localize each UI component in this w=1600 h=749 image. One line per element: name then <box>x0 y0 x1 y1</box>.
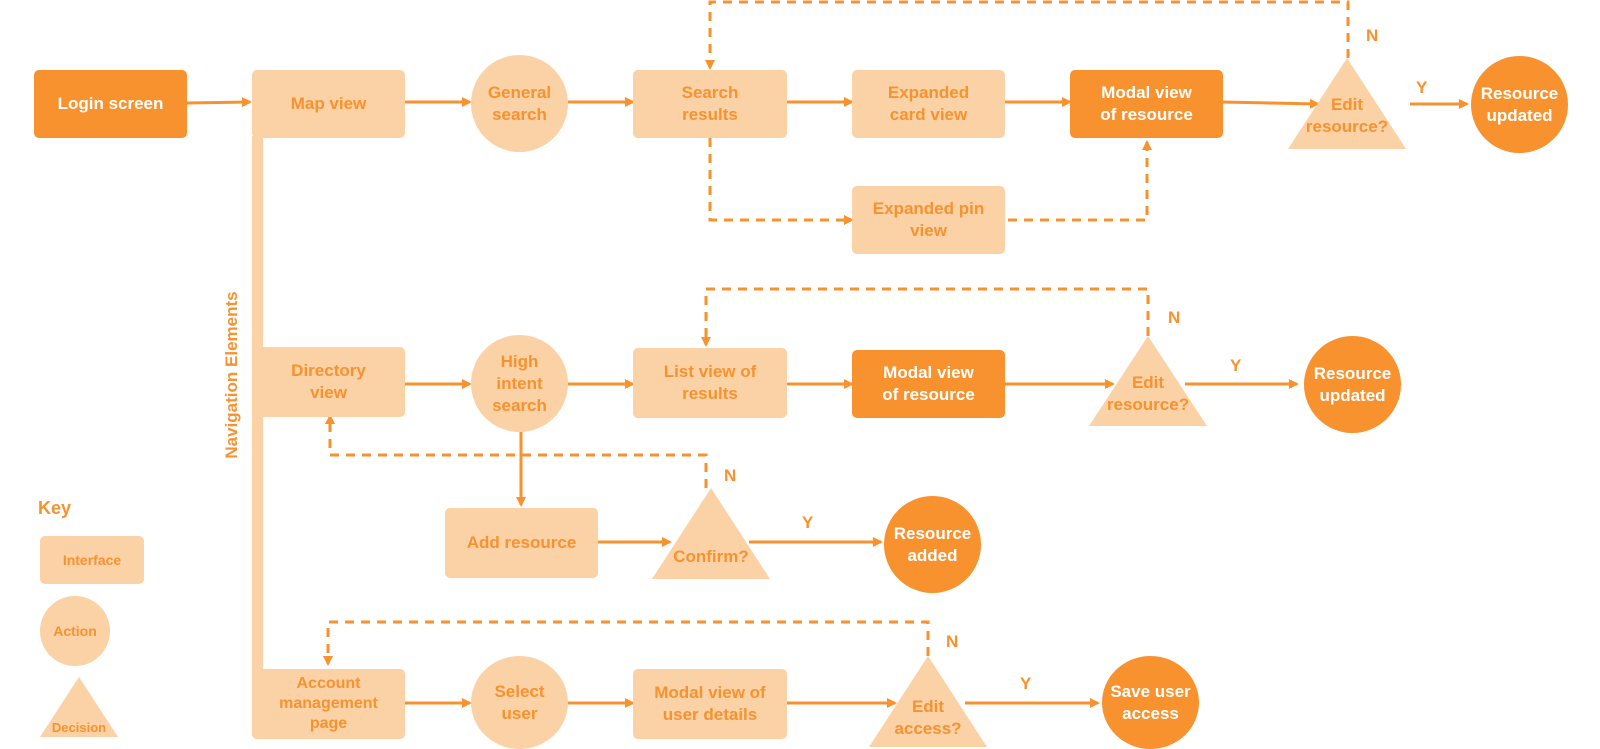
edge-editaccess-account-no <box>323 620 930 666</box>
modal-view-of-user-details-node: Modal view of user details <box>633 669 787 739</box>
account-management-page-node: Account management page <box>252 669 405 739</box>
resource-added-node: Resource added <box>884 496 981 593</box>
key-decision-swatch: Decision <box>40 677 118 737</box>
resource-updated-node-2: Resource updated <box>1304 336 1401 433</box>
edit-access-decision: Edit access? <box>869 656 987 747</box>
edge-results-pin-dashed <box>708 138 854 225</box>
branch-label-no-1: N <box>1366 26 1379 45</box>
edge-pin-modal1-dashed <box>1008 140 1152 222</box>
decision-triangle-shape <box>869 656 987 747</box>
modal-view-of-resource-node-1: Modal view of resource <box>1070 70 1223 138</box>
key-title: Key <box>38 498 72 518</box>
modal-view-of-resource-node-2: Modal view of resource <box>852 350 1005 418</box>
navigation-elements-label: Navigation Elements <box>222 291 241 459</box>
search-results-node: Search results <box>633 70 787 138</box>
branch-label-yes-4: Y <box>1020 674 1032 693</box>
resource-updated-node-1: Resource updated <box>1471 56 1568 153</box>
map-view-node: Map view <box>252 70 405 138</box>
key-action-swatch: Action <box>40 596 110 666</box>
add-resource-node: Add resource <box>445 508 598 578</box>
confirm-decision: Confirm? <box>652 488 770 579</box>
branch-label-no-2: N <box>1168 308 1181 327</box>
general-search-node: General search <box>471 55 568 152</box>
key-interface-swatch: Interface <box>40 536 144 584</box>
key-decision-label: Decision <box>51 720 107 735</box>
confirm-label: Confirm? <box>673 547 749 566</box>
expanded-card-view-node: Expanded card view <box>852 70 1005 138</box>
edge-login-map <box>186 97 252 108</box>
decision-triangle-shape <box>652 488 770 579</box>
edit-resource-label-1: Edit resource? <box>1305 95 1389 136</box>
directory-view-node: Directory view <box>252 347 405 417</box>
edge-edit1-results-no <box>705 0 1350 70</box>
branch-label-no-4: N <box>946 632 959 651</box>
branch-label-no-3: N <box>724 466 737 485</box>
edit-access-label: Edit access? <box>894 697 962 738</box>
expanded-pin-view-node: Expanded pin view <box>852 186 1005 254</box>
decision-triangle-shape <box>1288 58 1406 149</box>
branch-label-yes-3: Y <box>802 513 814 532</box>
edit-resource-decision-2: Edit resource? <box>1089 336 1207 426</box>
edit-resource-label-2: Edit resource? <box>1106 373 1190 414</box>
edge-confirm-directory-no <box>325 414 708 488</box>
select-user-node: Select user <box>471 656 568 749</box>
branch-label-yes-1: Y <box>1416 78 1428 97</box>
edge-modal1-edit1 <box>1221 98 1320 109</box>
navigation-bar <box>252 136 263 736</box>
decision-triangle-shape <box>1089 336 1207 426</box>
branch-label-yes-2: Y <box>1230 356 1242 375</box>
high-intent-search-node: High intent search <box>471 335 568 432</box>
list-view-of-results-node: List view of results <box>633 348 787 418</box>
login-screen-node: Login screen <box>34 70 187 138</box>
decision-triangle-shape <box>40 677 118 737</box>
save-user-access-node: Save user access <box>1102 656 1199 749</box>
edge-edit2-list-no <box>701 287 1150 347</box>
edit-resource-decision-1: Edit resource? <box>1288 58 1406 149</box>
